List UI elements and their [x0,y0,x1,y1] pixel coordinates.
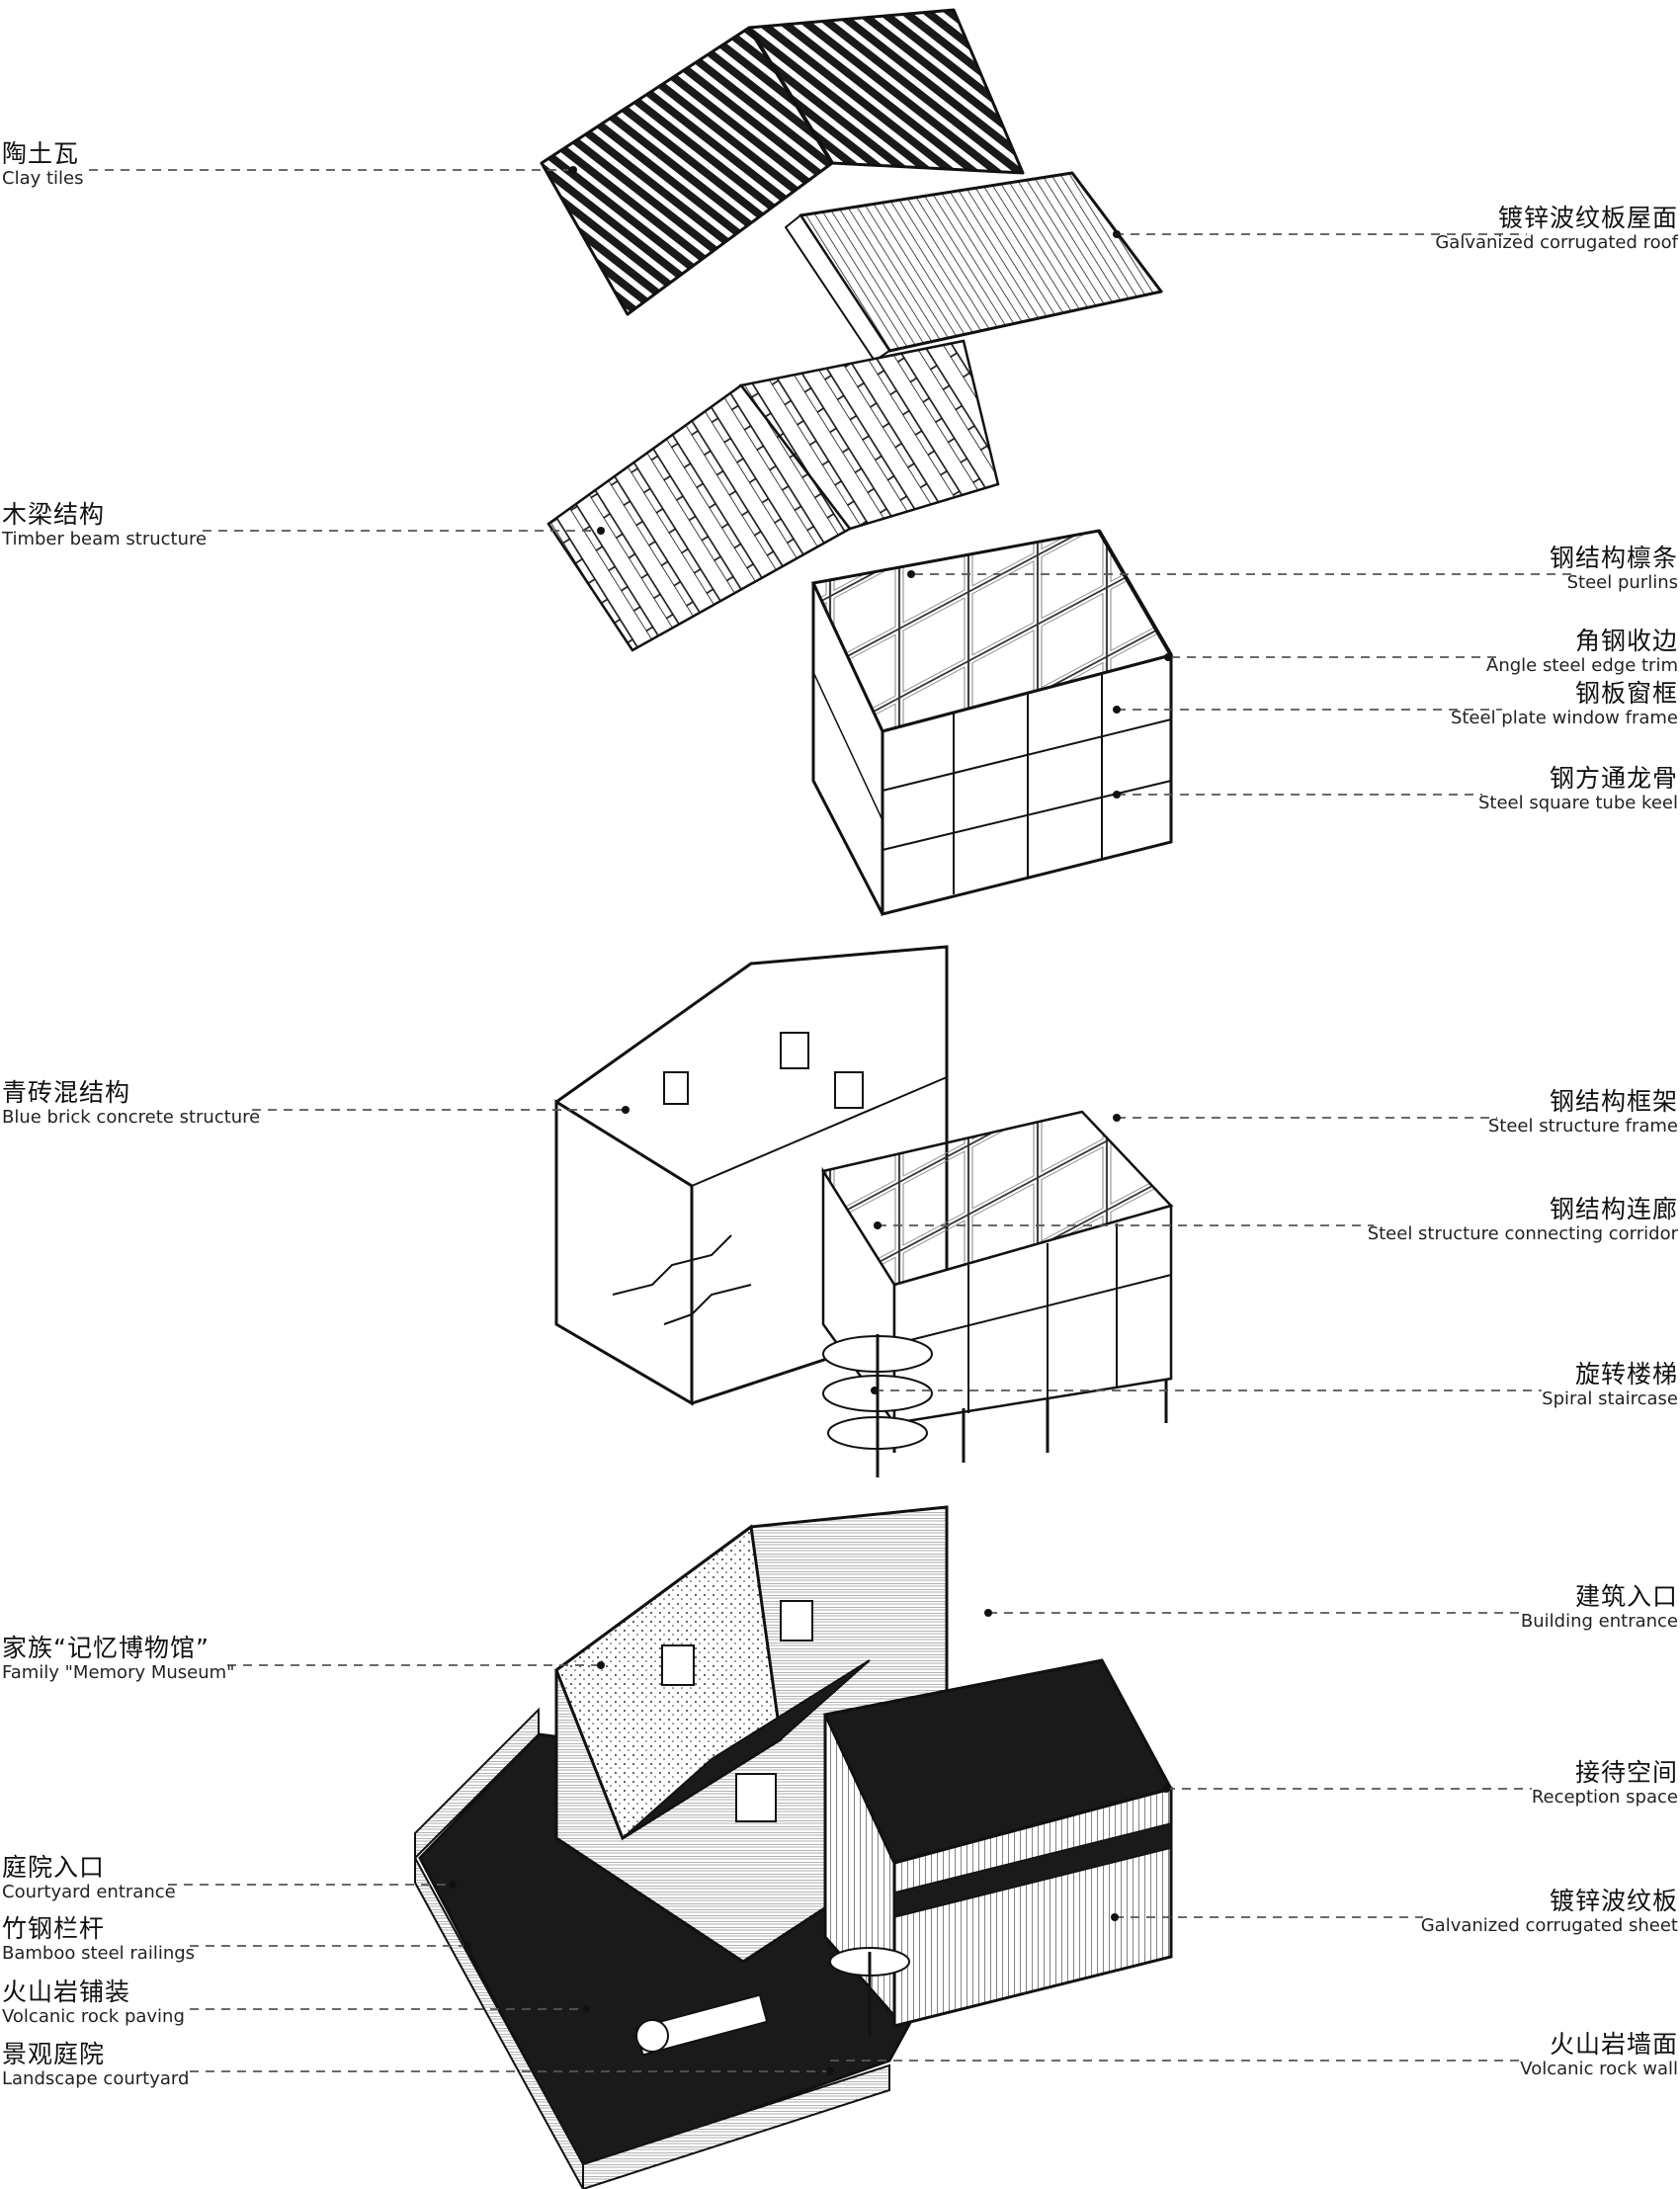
label-zh: 家族“记忆博物馆” [2,1634,210,1662]
label-en: Spiral staircase [1542,1389,1678,1409]
timber-beam-right [738,339,1000,531]
steel-frame-upper [810,529,1174,916]
label-zh: 陶土瓦 [2,139,80,168]
label-zh: 钢结构檩条 [1549,544,1678,572]
label-bamboo-rail: 竹钢栏杆 Bamboo steel railings [2,1916,195,1963]
label-tube-keel: 钢方通龙骨 Steel square tube keel [1478,766,1678,812]
assembled-building [414,1505,1174,2189]
label-zh: 火山岩铺装 [2,1978,131,2006]
label-steel-corridor: 钢结构连廊 Steel structure connecting corrido… [1368,1197,1678,1243]
label-volcanic-wall: 火山岩墙面 Volcanic rock wall [1520,2032,1678,2078]
roof-layer [540,8,1163,362]
label-en: Steel plate window frame [1450,708,1678,728]
label-blue-brick: 青砖混结构 Blue brick concrete structure [2,1080,260,1127]
label-zh: 火山岩墙面 [1549,2030,1678,2059]
leader-dots [449,166,1172,2075]
label-galvanized-roof: 镀锌波纹板屋面 Galvanized corrugated roof [1435,206,1678,252]
label-window-frame: 钢板窗框 Steel plate window frame [1451,681,1678,727]
label-zh: 镀锌波纹板 [1549,1887,1678,1915]
timber-layer [546,339,1000,652]
label-memory-museum: 家族“记忆博物馆” Family "Memory Museum" [2,1636,234,1682]
label-landscape-court: 景观庭院 Landscape courtyard [2,2042,189,2088]
label-en: Clay tiles [2,168,84,189]
label-galvanized-sheet: 镀锌波纹板 Galvanized corrugated sheet [1421,1889,1678,1935]
steel-corridor-frame [821,1110,1174,1463]
label-en: Courtyard entrance [2,1882,176,1902]
label-en: Angle steel edge trim [1486,655,1678,676]
label-timber-beam: 木梁结构 Timber beam structure [2,502,207,548]
label-en: Galvanized corrugated sheet [1420,1915,1678,1936]
label-reception: 接待空间 Reception space [1532,1760,1678,1807]
label-zh: 钢结构连廊 [1549,1195,1678,1223]
label-zh: 青砖混结构 [2,1078,131,1107]
label-zh: 景观庭院 [2,2040,106,2068]
label-zh: 庭院入口 [2,1853,106,1882]
label-volcanic-paving: 火山岩铺装 Volcanic rock paving [2,1979,185,2026]
label-en: Timber beam structure [2,529,208,549]
label-en: Steel purlins [1566,572,1678,593]
label-building-entrance: 建筑入口 Building entrance [1521,1584,1678,1631]
label-zh: 镀锌波纹板屋面 [1497,204,1678,232]
label-steel-frame: 钢结构框架 Steel structure frame [1488,1089,1678,1136]
label-zh: 旋转楼梯 [1574,1360,1678,1389]
label-en: Blue brick concrete structure [2,1107,261,1128]
label-en: Family "Memory Museum" [2,1662,235,1683]
label-zh: 竹钢栏杆 [2,1914,106,1943]
label-zh: 钢结构框架 [1549,1087,1678,1116]
label-zh: 角钢收边 [1574,627,1678,655]
label-zh: 钢方通龙骨 [1549,764,1678,793]
label-zh: 木梁结构 [2,500,106,529]
label-en: Landscape courtyard [2,2068,190,2089]
label-angle-steel: 角钢收边 Angle steel edge trim [1486,629,1678,675]
label-en: Volcanic rock wall [1520,2059,1678,2079]
leader-lines [89,169,1576,2072]
label-en: Volcanic rock paving [2,2006,185,2027]
label-en: Steel square tube keel [1477,793,1678,813]
label-steel-purlins: 钢结构檩条 Steel purlins [1550,546,1678,592]
label-spiral-stair: 旋转楼梯 Spiral staircase [1542,1362,1678,1408]
label-en: Bamboo steel railings [2,1943,196,1964]
label-courtyard-entrance: 庭院入口 Courtyard entrance [2,1855,176,1901]
label-zh: 建筑入口 [1574,1582,1678,1611]
label-clay-tiles: 陶土瓦 Clay tiles [2,141,84,188]
label-en: Galvanized corrugated roof [1435,232,1678,253]
label-en: Steel structure frame [1487,1116,1678,1137]
spiral-staircase [822,1334,933,1477]
label-en: Steel structure connecting corridor [1367,1223,1678,1244]
label-zh: 钢板窗框 [1574,679,1678,708]
label-zh: 接待空间 [1574,1758,1678,1787]
label-en: Building entrance [1520,1611,1678,1632]
label-en: Reception space [1531,1787,1678,1808]
